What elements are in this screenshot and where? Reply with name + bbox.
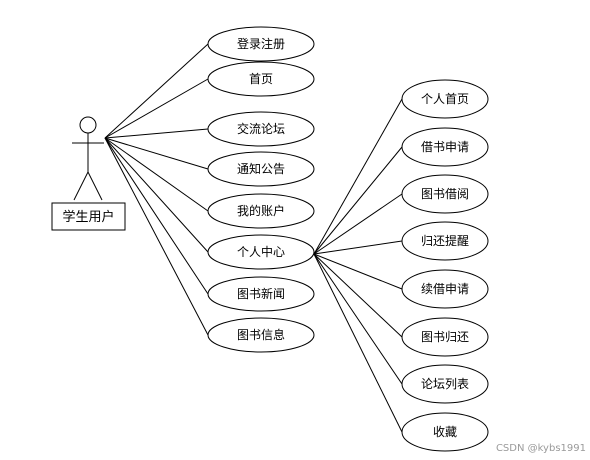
sub-use-case-borrow-apply-label: 借书申请 bbox=[421, 140, 469, 154]
association-book-return bbox=[313, 253, 403, 338]
watermark: CSDN @kybs1991 bbox=[495, 443, 586, 454]
association-login bbox=[104, 43, 209, 139]
sub-use-cases: 个人首页 借书申请 图书借阅 归还提醒 续借申请 图书归还 bbox=[401, 79, 489, 452]
sub-use-case-borrow-apply[interactable]: 借书申请 bbox=[401, 127, 489, 167]
association-center bbox=[104, 137, 209, 253]
sub-use-case-return-remind-ellipse bbox=[401, 221, 489, 261]
association-bookinfo bbox=[104, 137, 209, 336]
use-case-forum-ellipse bbox=[207, 111, 315, 147]
association-borrow-read bbox=[313, 193, 403, 255]
use-case-center[interactable]: 个人中心 bbox=[207, 234, 315, 270]
sub-use-case-forum-list-ellipse bbox=[401, 364, 489, 404]
association-forum bbox=[104, 128, 209, 139]
use-case-account-label: 我的账户 bbox=[237, 203, 285, 218]
use-case-center-ellipse bbox=[207, 234, 315, 270]
sub-use-case-forum-list[interactable]: 论坛列表 bbox=[401, 364, 489, 404]
actor-head bbox=[79, 116, 97, 134]
sub-use-case-renew-apply[interactable]: 续借申请 bbox=[401, 269, 489, 309]
actor-left-leg bbox=[73, 171, 89, 201]
sub-use-case-p-home[interactable]: 个人首页 bbox=[401, 79, 489, 119]
sub-use-case-p-home-label: 个人首页 bbox=[421, 92, 469, 106]
use-case-news-ellipse bbox=[207, 276, 315, 312]
sub-use-case-borrow-read-label: 图书借阅 bbox=[421, 187, 469, 201]
use-case-login-ellipse bbox=[207, 26, 315, 62]
association-renew-apply bbox=[313, 253, 403, 290]
use-case-center-label: 个人中心 bbox=[237, 244, 285, 259]
sub-use-case-renew-apply-ellipse bbox=[401, 269, 489, 309]
sub-use-case-borrow-apply-ellipse bbox=[401, 127, 489, 167]
association-home bbox=[104, 78, 209, 139]
association-favorite bbox=[313, 253, 403, 433]
actor-student: 学生用户 bbox=[51, 116, 126, 231]
use-case-bookinfo-ellipse bbox=[207, 317, 315, 353]
association-notice bbox=[104, 137, 209, 170]
association-news bbox=[104, 137, 209, 295]
sub-use-case-p-home-ellipse bbox=[401, 79, 489, 119]
sub-use-case-book-return[interactable]: 图书归还 bbox=[401, 317, 489, 357]
association-lines bbox=[104, 43, 403, 433]
use-case-notice-label: 通知公告 bbox=[237, 162, 285, 176]
association-return-remind bbox=[313, 240, 403, 255]
association-forum-list bbox=[313, 253, 403, 385]
use-case-home[interactable]: 首页 bbox=[207, 61, 315, 97]
actor-right-leg bbox=[87, 171, 103, 201]
sub-use-case-book-return-label: 图书归还 bbox=[421, 330, 469, 344]
use-case-login[interactable]: 登录注册 bbox=[207, 26, 315, 62]
association-borrow-apply bbox=[313, 146, 403, 255]
actor-label: 学生用户 bbox=[62, 209, 114, 225]
use-case-news[interactable]: 图书新闻 bbox=[207, 276, 315, 312]
use-case-notice-ellipse bbox=[207, 151, 315, 187]
use-case-account-ellipse bbox=[207, 193, 315, 229]
sub-use-case-book-return-ellipse bbox=[401, 317, 489, 357]
use-case-forum[interactable]: 交流论坛 bbox=[207, 111, 315, 147]
actor-label-box bbox=[51, 202, 126, 231]
use-case-account[interactable]: 我的账户 bbox=[207, 193, 315, 229]
use-case-news-label: 图书新闻 bbox=[237, 286, 285, 301]
sub-use-case-favorite[interactable]: 收藏 bbox=[401, 412, 489, 452]
association-account bbox=[104, 137, 209, 212]
sub-use-case-borrow-read-ellipse bbox=[401, 174, 489, 214]
use-case-forum-label: 交流论坛 bbox=[237, 121, 285, 136]
use-case-home-label: 首页 bbox=[249, 72, 273, 86]
use-case-bookinfo-label: 图书信息 bbox=[237, 327, 285, 342]
main-use-cases: 登录注册 首页 交流论坛 通知公告 我的账户 个人中心 bbox=[207, 26, 315, 353]
sub-use-case-borrow-read[interactable]: 图书借阅 bbox=[401, 174, 489, 214]
sub-use-case-forum-list-label: 论坛列表 bbox=[421, 377, 469, 391]
association-p-home bbox=[313, 98, 403, 255]
use-case-home-ellipse bbox=[207, 61, 315, 97]
sub-use-case-return-remind-label: 归还提醒 bbox=[421, 233, 469, 248]
use-case-login-label: 登录注册 bbox=[237, 36, 285, 51]
use-case-notice[interactable]: 通知公告 bbox=[207, 151, 315, 187]
sub-use-case-favorite-ellipse bbox=[401, 412, 489, 452]
use-case-bookinfo[interactable]: 图书信息 bbox=[207, 317, 315, 353]
sub-use-case-return-remind[interactable]: 归还提醒 bbox=[401, 221, 489, 261]
sub-use-case-favorite-label: 收藏 bbox=[433, 425, 457, 439]
sub-use-case-renew-apply-label: 续借申请 bbox=[421, 282, 469, 296]
